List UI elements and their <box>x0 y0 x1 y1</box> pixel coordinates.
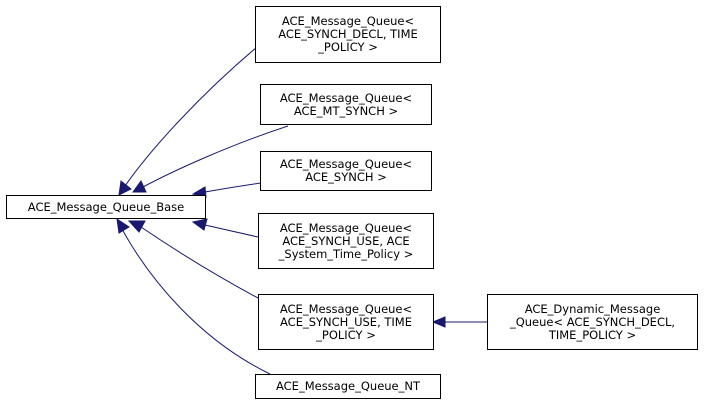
node-label-line: ACE_Message_Queue_NT <box>275 379 421 393</box>
edge-mq_synch_decl-to-base <box>118 46 258 196</box>
edge-line <box>121 228 271 375</box>
node-label-line: ACE_SYNCH > <box>305 170 387 184</box>
edge-arrowhead <box>132 180 147 193</box>
node-label-line: ACE_Message_Queue< <box>279 220 413 235</box>
node-label-line: ACE_Message_Queue< <box>281 14 415 28</box>
node-label-line: ACE_Message_Queue< <box>279 90 413 105</box>
edge-arrowhead <box>127 220 146 233</box>
node-label-line: ACE_Message_Queue< <box>279 157 413 171</box>
edge-mq_nt-to-base <box>116 217 271 375</box>
node-ace-message-queue-nt[interactable]: ACE_Message_Queue_NT <box>255 374 441 399</box>
node-ace-message-queue-mt-synch[interactable]: ACE_Message_Queue< ACE_MT_SYNCH > <box>260 84 432 125</box>
edge-mq_mt_synch-to-base <box>132 125 289 193</box>
node-label-line: _System_Time_Policy > <box>278 246 414 261</box>
node-label-line: ACE_Message_Queue_Base <box>27 199 185 214</box>
edge-mq_synch_use_time-to-base <box>127 220 259 299</box>
edge-mq_synch-to-base <box>191 182 262 198</box>
edge-line <box>140 226 259 299</box>
edge-arrowhead <box>431 316 446 328</box>
edge-line <box>204 224 259 238</box>
node-ace-message-queue-synch-use-time-policy[interactable]: ACE_Message_Queue< ACE_SYNCH_USE, TIME _… <box>258 294 434 350</box>
node-label-line: _POLICY > <box>316 327 376 342</box>
edge-mq_synch_use_system-to-base <box>191 218 259 238</box>
node-label-line: _Queue< ACE_SYNCH_DECL, <box>509 314 676 329</box>
node-label-line: _POLICY > <box>318 40 378 54</box>
node-label-line: ACE_SYNCH_USE, TIME <box>280 314 412 329</box>
node-label-line: ACE_SYNCH_DECL, TIME <box>278 27 418 41</box>
edge-arrowhead <box>191 218 208 231</box>
node-ace-message-queue-base[interactable]: ACE_Message_Queue_Base <box>6 195 206 219</box>
node-label-line: ACE_Dynamic_Message <box>524 301 661 316</box>
node-label-line: ACE_MT_SYNCH > <box>293 103 399 118</box>
node-ace-message-queue-synch-use-system-time-policy[interactable]: ACE_Message_Queue< ACE_SYNCH_USE, ACE _S… <box>258 213 434 269</box>
edge-line <box>124 46 258 187</box>
node-label-line: ACE_SYNCH_USE, ACE <box>282 233 410 248</box>
edge-line <box>142 125 289 188</box>
node-ace-message-queue-synch[interactable]: ACE_Message_Queue< ACE_SYNCH > <box>260 151 432 191</box>
node-label-line: TIME_POLICY > <box>548 327 637 342</box>
edge-arrowhead <box>118 180 132 196</box>
edge-arrowhead <box>116 217 130 234</box>
node-ace-message-queue-synch-decl-time-policy[interactable]: ACE_Message_Queue< ACE_SYNCH_DECL, TIME … <box>255 6 441 63</box>
edge-dynamic_mq-to-mq_synch_use_time <box>431 316 487 328</box>
node-label-line: ACE_Message_Queue< <box>279 301 413 316</box>
node-ace-dynamic-message-queue[interactable]: ACE_Dynamic_Message _Queue< ACE_SYNCH_DE… <box>487 294 698 350</box>
edge-line <box>204 182 262 193</box>
